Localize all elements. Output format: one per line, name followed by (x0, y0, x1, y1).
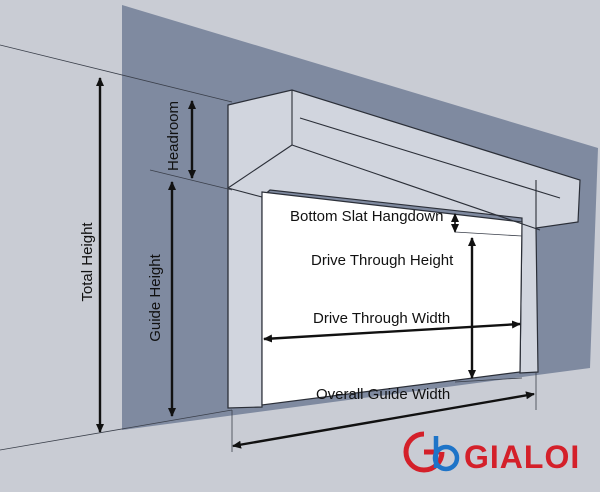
logo-text: GIALOI (464, 439, 580, 475)
overall-guide-width-arrow (232, 391, 535, 449)
headroom-label: Headroom (165, 101, 182, 171)
bottom-slat-hangdown-label: Bottom Slat Hangdown (290, 208, 443, 225)
guide-height-label: Guide Height (147, 253, 164, 341)
logo-mark-icon (403, 430, 460, 473)
drive-through-width-label: Drive Through Width (313, 310, 450, 327)
dimension-arrows (96, 77, 535, 449)
gialoi-logo: GIALOI (403, 430, 580, 475)
box-edges (227, 90, 561, 408)
total-height-label: Total Height (79, 222, 96, 302)
drive-through-width-arrow (263, 320, 521, 343)
extension-lines (0, 44, 537, 452)
drive-through-height-label: Drive Through Height (311, 252, 454, 269)
door-opening (261, 191, 523, 406)
overall-guide-width-label: Overall Guide Width (316, 386, 450, 403)
